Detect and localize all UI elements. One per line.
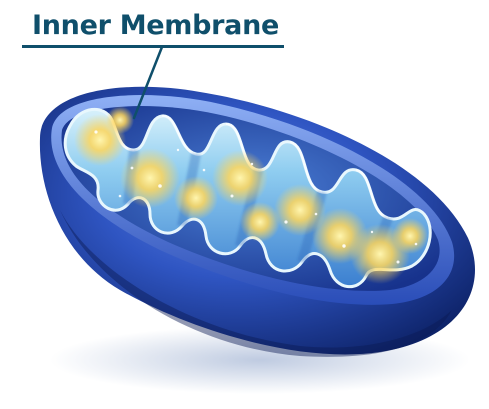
label-group: Inner Membrane (22, 6, 284, 50)
inner-membrane-label: Inner Membrane (32, 10, 279, 41)
label-underline (22, 45, 284, 48)
